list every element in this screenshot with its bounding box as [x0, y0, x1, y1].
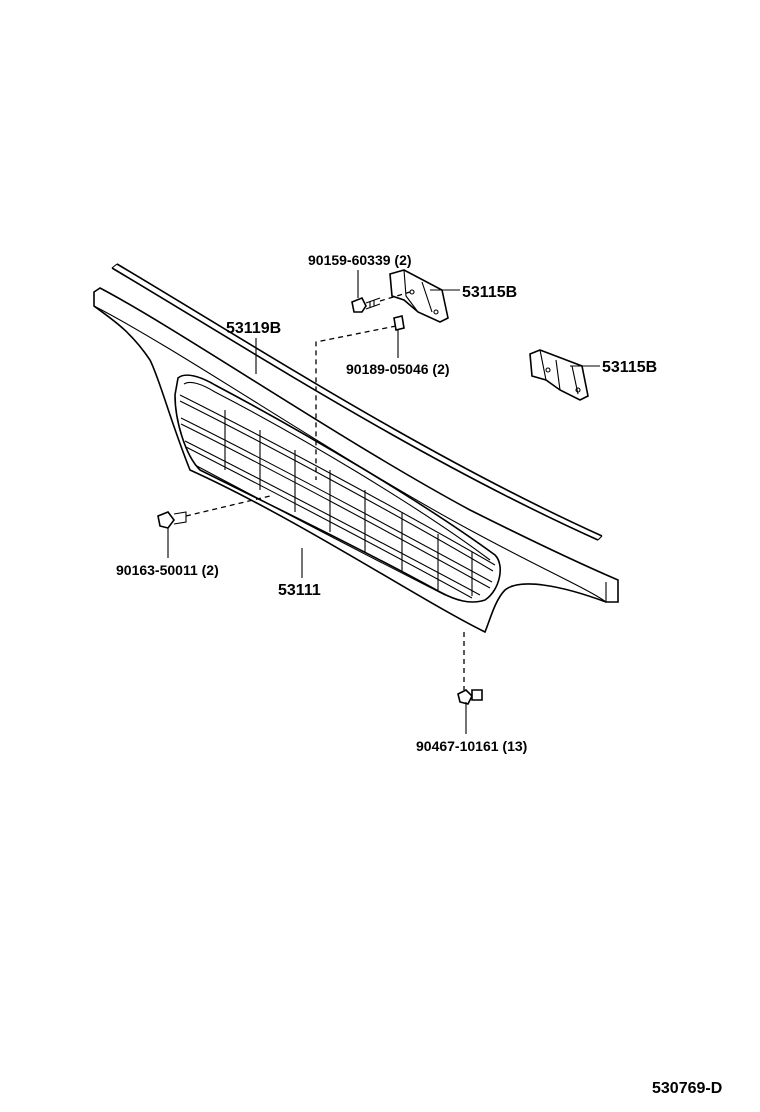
label-screw: 90163-50011 (2) [116, 562, 219, 578]
dash-nut-grille [315, 325, 397, 480]
bracket-right [529, 349, 589, 401]
leader-lines [167, 270, 600, 734]
label-bolt-upper: 90159-60339 (2) [308, 252, 412, 268]
label-bracket-right: 53115B [602, 359, 657, 376]
clip-icon [457, 689, 483, 705]
screw-icon [157, 511, 187, 529]
molding-strip [111, 263, 603, 541]
nut-icon [393, 315, 405, 331]
bracket-left [389, 269, 449, 323]
label-bracket-left: 53115B [462, 284, 517, 301]
diagram-code: 530769-D [652, 1080, 722, 1097]
label-clip: 90467-10161 (13) [416, 738, 527, 754]
label-molding: 53119B [226, 320, 281, 337]
label-grille: 53111 [278, 582, 321, 599]
radiator-grille [93, 287, 619, 634]
label-nut: 90189-05046 (2) [346, 361, 450, 377]
dash-screw-grille [185, 495, 271, 517]
bolt-icon [351, 296, 381, 313]
